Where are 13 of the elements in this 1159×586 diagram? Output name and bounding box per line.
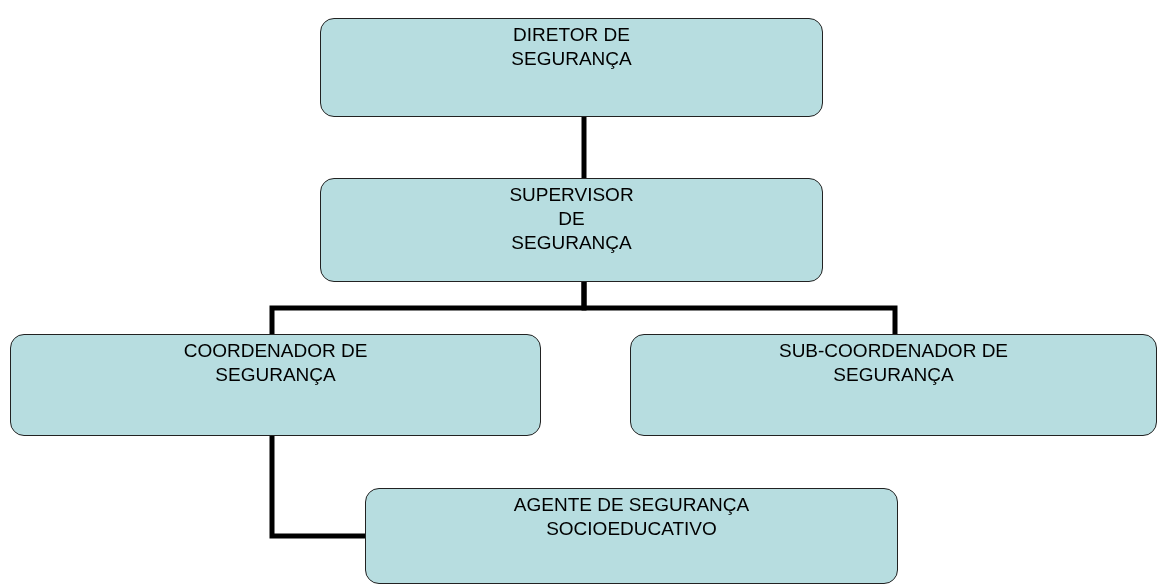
role-title: SUB-COORDENADOR DE SEGURANÇA: [777, 339, 1010, 387]
connector-line: [581, 282, 898, 334]
role-box: [10, 334, 541, 436]
connector-line: [581, 117, 587, 178]
role-title: AGENTE DE SEGURANÇA SOCIOEDUCATIVO: [512, 493, 751, 541]
role-box: [320, 178, 823, 282]
role-box: [630, 334, 1157, 436]
role-title: DIRETOR DE SEGURANÇA: [511, 23, 632, 71]
connector-line: [269, 436, 365, 539]
role-title: SUPERVISOR DE SEGURANÇA: [509, 183, 634, 255]
role-title: COORDENADOR DE SEGURANÇA: [182, 339, 369, 387]
role-box: [320, 18, 823, 117]
role-box: [365, 488, 898, 584]
